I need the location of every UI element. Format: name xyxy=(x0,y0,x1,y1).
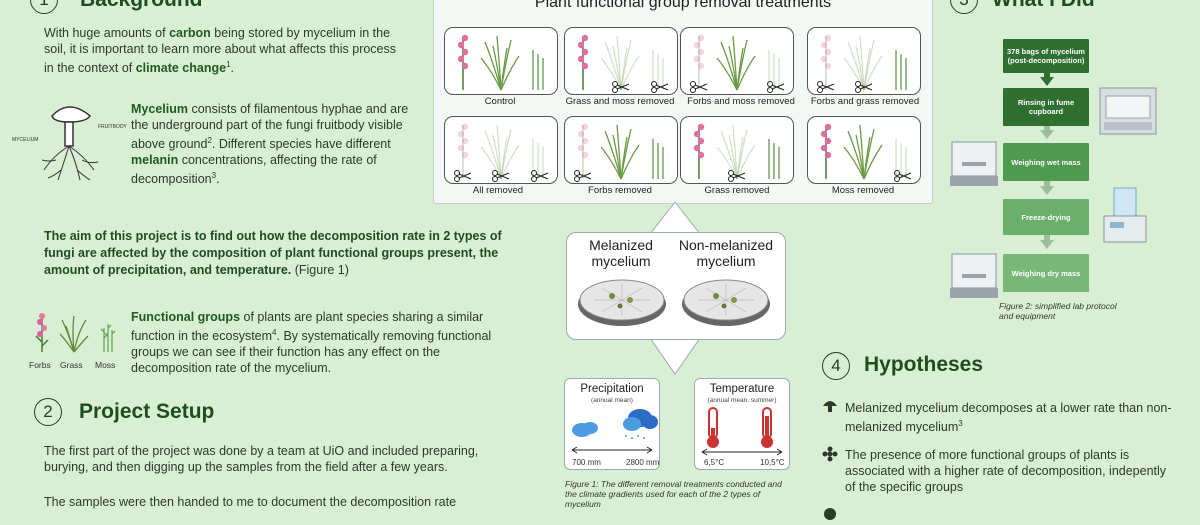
treatment-label-forbs-moss: Forbs and moss removed xyxy=(687,96,795,107)
flow-arrow-4 xyxy=(1040,240,1054,249)
petri-dishes xyxy=(578,279,770,326)
flow-arrow-stem-2 xyxy=(1044,126,1050,130)
section-number-3: 3 xyxy=(950,0,978,14)
freeze-dryer-illustration xyxy=(1103,187,1147,243)
temperature-high: 10,5°C xyxy=(760,458,785,467)
treatment-label-control: Control xyxy=(484,96,516,107)
tile-forbs-grass-removed xyxy=(807,27,921,95)
tile-grass-moss-removed xyxy=(564,27,678,95)
petri-dish-melanized xyxy=(578,279,666,326)
treatment-label-all: All removed xyxy=(472,185,524,196)
flow-arrow-2 xyxy=(1040,130,1054,139)
cloud-small-icon xyxy=(572,422,598,437)
mycelium-label: MYCELIUM xyxy=(12,137,39,143)
flow-step-weigh-wet: Weighing wet mass xyxy=(1003,143,1089,181)
background-title: Background xyxy=(80,0,203,12)
hypotheses-title: Hypotheses xyxy=(864,353,984,376)
tile-moss-removed xyxy=(807,116,921,184)
flow-arrow-stem-1 xyxy=(1044,73,1050,77)
fume-cupboard-illustration xyxy=(1099,87,1157,135)
precipitation-subtitle: (annual mean) xyxy=(591,397,633,404)
flow-step-bags: 378 bags of mycelium (post-decomposition… xyxy=(1003,39,1089,73)
mushroom-illustration xyxy=(14,100,124,185)
thermometer-high-icon xyxy=(761,407,773,448)
scale-wet-illustration xyxy=(950,141,998,186)
grass-label: Grass xyxy=(60,360,83,370)
functional-groups-paragraph: Functional groups of plants are plant sp… xyxy=(131,310,492,376)
background-paragraph-1: With huge amounts of carbon being stored… xyxy=(44,26,397,76)
flow-arrow-1 xyxy=(1040,77,1054,86)
precipitation-high: 2800 mm xyxy=(626,458,660,467)
project-setup-title: Project Setup xyxy=(79,400,215,423)
figure1-caption: Figure 1: The different removal treatmen… xyxy=(565,479,782,509)
leaf-bullet-icon xyxy=(822,506,838,525)
forbs-label: Forbs xyxy=(29,360,51,370)
hypothesis-2: The presence of more functional groups o… xyxy=(845,448,1167,494)
flow-arrow-stem-3 xyxy=(1044,181,1050,186)
precipitation-title: Precipitation xyxy=(580,383,644,395)
flower-bullet-icon xyxy=(822,446,838,465)
setup-paragraph-2: The samples were then handed to me to do… xyxy=(44,495,457,509)
section-number-4: 4 xyxy=(822,352,850,380)
treatment-label-forbs: Forbs removed xyxy=(588,185,652,196)
precipitation-low: 700 mm xyxy=(572,458,601,467)
grass-icon xyxy=(59,315,89,353)
tile-forbs-removed xyxy=(564,116,678,184)
treatment-label-grass-moss: Grass and moss removed xyxy=(565,96,675,107)
tile-forbs-moss-removed xyxy=(680,27,794,95)
pointer-down xyxy=(649,336,701,375)
thermometer-low-icon xyxy=(707,407,719,448)
section-number-2: 2 xyxy=(34,398,62,426)
treatment-label-forbs-grass: Forbs and grass removed xyxy=(810,96,920,107)
temperature-title: Temperature xyxy=(709,383,775,395)
forbs-icon xyxy=(35,313,49,352)
treatment-label-grass: Grass removed xyxy=(704,185,770,196)
mushroom-bullet-icon xyxy=(822,398,838,417)
figure2-caption: Figure 2: simplified lab protocol and eq… xyxy=(999,301,1117,321)
temperature-subtitle: (annual mean, summer) xyxy=(707,397,777,404)
plant-groups-icons xyxy=(28,308,123,356)
fruitbody-label: FRUITBODY xyxy=(98,124,127,130)
temperature-graphic xyxy=(701,407,783,456)
temperature-low: 6,5°C xyxy=(704,458,725,467)
project-aim: The aim of this project is to find out h… xyxy=(44,229,502,277)
treatment-label-moss: Moss removed xyxy=(831,185,895,196)
flow-step-weigh-dry: Weighing dry mass xyxy=(1003,254,1089,292)
cloud-large-icon xyxy=(623,409,658,431)
scale-dry-illustration xyxy=(950,253,998,298)
section-number-1: 1 xyxy=(30,0,58,14)
setup-paragraph-1: The first part of the project was done b… xyxy=(44,444,479,474)
what-i-did-title: What I Did xyxy=(992,0,1095,12)
flow-step-rinsing: Rinsing in fume cupboard xyxy=(1003,88,1089,126)
background-paragraph-2: Mycelium consists of filamentous hyphae … xyxy=(131,102,409,187)
tile-grass-removed xyxy=(680,116,794,184)
tile-control xyxy=(444,27,558,95)
non-melanized-label: Non-melanized mycelium xyxy=(678,237,774,269)
flow-arrow-3 xyxy=(1040,186,1054,195)
moss-label: Moss xyxy=(95,360,116,370)
flow-arrow-stem-4 xyxy=(1044,235,1050,240)
hypothesis-1: Melanized mycelium decomposes at a lower… xyxy=(845,401,1172,435)
precipitation-graphic xyxy=(571,409,658,454)
tile-all-removed xyxy=(444,116,558,184)
moss-icon xyxy=(100,324,116,352)
petri-dish-non-melanized xyxy=(682,279,770,326)
pointer-up xyxy=(649,201,701,235)
melanized-label: Melanized mycelium xyxy=(589,237,653,269)
figure1-title: Plant functional group removal treatment… xyxy=(534,0,832,11)
flow-step-freeze-dry: Freeze-drying xyxy=(1003,199,1089,235)
